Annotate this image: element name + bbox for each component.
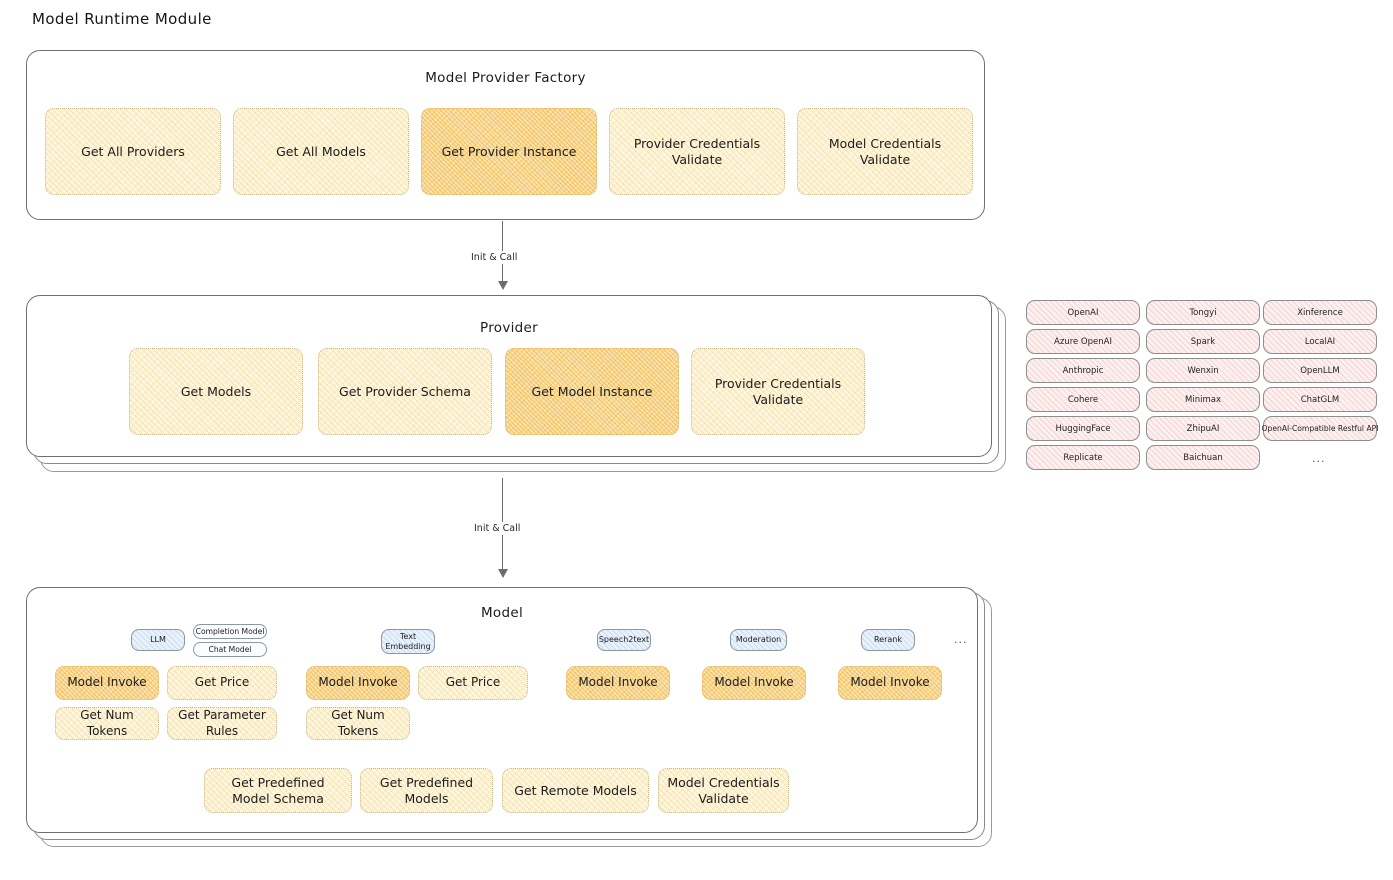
- model-llm-method-get-num-tokens[interactable]: Get Num Tokens: [55, 707, 159, 740]
- arrow-factory-to-provider-head: [498, 281, 508, 290]
- provider-list-item-xinference[interactable]: Xinference: [1263, 300, 1377, 325]
- model-title: Model: [480, 605, 524, 621]
- provider-method-provider-credentials-validate[interactable]: Provider Credentials Validate: [691, 348, 865, 435]
- provider-list-item-openai-compatible-restful-api[interactable]: OpenAI-Compatible Restful API: [1262, 416, 1378, 441]
- model-moderation-method-model-invoke[interactable]: Model Invoke: [702, 666, 806, 700]
- provider-list-item-localai[interactable]: LocalAI: [1263, 329, 1377, 354]
- factory-method-get-all-models[interactable]: Get All Models: [233, 108, 409, 195]
- model-speech2text-method-model-invoke[interactable]: Model Invoke: [566, 666, 670, 700]
- factory-method-model-credentials-validate[interactable]: Model Credentials Validate: [797, 108, 973, 195]
- model-common-method-get-predefined-models[interactable]: Get Predefined Models: [360, 768, 493, 813]
- provider-list-item-openai[interactable]: OpenAI: [1026, 300, 1140, 325]
- model-rerank-method-model-invoke[interactable]: Model Invoke: [838, 666, 942, 700]
- provider-list-item-huggingface[interactable]: HuggingFace: [1026, 416, 1140, 441]
- model-tab-text-embedding[interactable]: Text Embedding: [381, 629, 435, 654]
- provider-card: Provider Get Models Get Provider Schema …: [26, 295, 992, 457]
- model-common-method-model-credentials-validate[interactable]: Model Credentials Validate: [658, 768, 789, 813]
- model-card: Model LLM Completion Model Chat Model Mo…: [26, 587, 978, 833]
- model-tab-moderation[interactable]: Moderation: [730, 629, 787, 651]
- model-tabs-more-ellipsis: ...: [954, 633, 968, 646]
- provider-list-item-chatglm[interactable]: ChatGLM: [1263, 387, 1377, 412]
- provider-list-item-minimax[interactable]: Minimax: [1146, 387, 1260, 412]
- provider-list-item-openllm[interactable]: OpenLLM: [1263, 358, 1377, 383]
- model-common-method-get-predefined-model-schema[interactable]: Get Predefined Model Schema: [204, 768, 352, 813]
- model-tab-speech2text[interactable]: Speech2text: [597, 629, 651, 651]
- provider-method-get-provider-schema[interactable]: Get Provider Schema: [318, 348, 492, 435]
- provider-method-get-models[interactable]: Get Models: [129, 348, 303, 435]
- factory-method-get-provider-instance[interactable]: Get Provider Instance: [421, 108, 597, 195]
- provider-list-item-wenxin[interactable]: Wenxin: [1146, 358, 1260, 383]
- model-tab-llm[interactable]: LLM: [131, 629, 185, 651]
- provider-list-item-azure-openai[interactable]: Azure OpenAI: [1026, 329, 1140, 354]
- provider-method-get-model-instance[interactable]: Get Model Instance: [505, 348, 679, 435]
- provider-list-item-tongyi[interactable]: Tongyi: [1146, 300, 1260, 325]
- model-provider-factory-title: Model Provider Factory: [425, 70, 586, 86]
- arrow-provider-to-model-label: Init & Call: [470, 522, 525, 535]
- model-llm-method-get-price[interactable]: Get Price: [167, 666, 277, 700]
- model-subtab-completion-model[interactable]: Completion Model: [193, 624, 267, 639]
- model-llm-method-get-parameter-rules[interactable]: Get Parameter Rules: [167, 707, 277, 740]
- model-subtab-chat-model[interactable]: Chat Model: [193, 642, 267, 657]
- model-provider-factory-card: Model Provider Factory Get All Providers…: [26, 50, 985, 220]
- model-common-method-get-remote-models[interactable]: Get Remote Models: [502, 768, 649, 813]
- model-llm-method-model-invoke[interactable]: Model Invoke: [55, 666, 159, 700]
- provider-list-item-baichuan[interactable]: Baichuan: [1146, 445, 1260, 470]
- provider-list-more-ellipsis: ...: [1312, 452, 1326, 465]
- model-text-embedding-method-get-price[interactable]: Get Price: [418, 666, 528, 700]
- arrow-provider-to-model-head: [498, 569, 508, 578]
- model-text-embedding-method-get-num-tokens[interactable]: Get Num Tokens: [306, 707, 410, 740]
- model-tab-rerank[interactable]: Rerank: [861, 629, 915, 651]
- page-title: Model Runtime Module: [32, 10, 212, 28]
- provider-list-item-anthropic[interactable]: Anthropic: [1026, 358, 1140, 383]
- arrow-factory-to-provider-label: Init & Call: [467, 251, 522, 264]
- model-text-embedding-method-model-invoke[interactable]: Model Invoke: [306, 666, 410, 700]
- provider-list-item-replicate[interactable]: Replicate: [1026, 445, 1140, 470]
- provider-title: Provider: [480, 320, 538, 336]
- provider-list-item-zhipuai[interactable]: ZhipuAI: [1146, 416, 1260, 441]
- provider-list-item-cohere[interactable]: Cohere: [1026, 387, 1140, 412]
- factory-method-get-all-providers[interactable]: Get All Providers: [45, 108, 221, 195]
- provider-list-item-spark[interactable]: Spark: [1146, 329, 1260, 354]
- factory-method-provider-credentials-validate[interactable]: Provider Credentials Validate: [609, 108, 785, 195]
